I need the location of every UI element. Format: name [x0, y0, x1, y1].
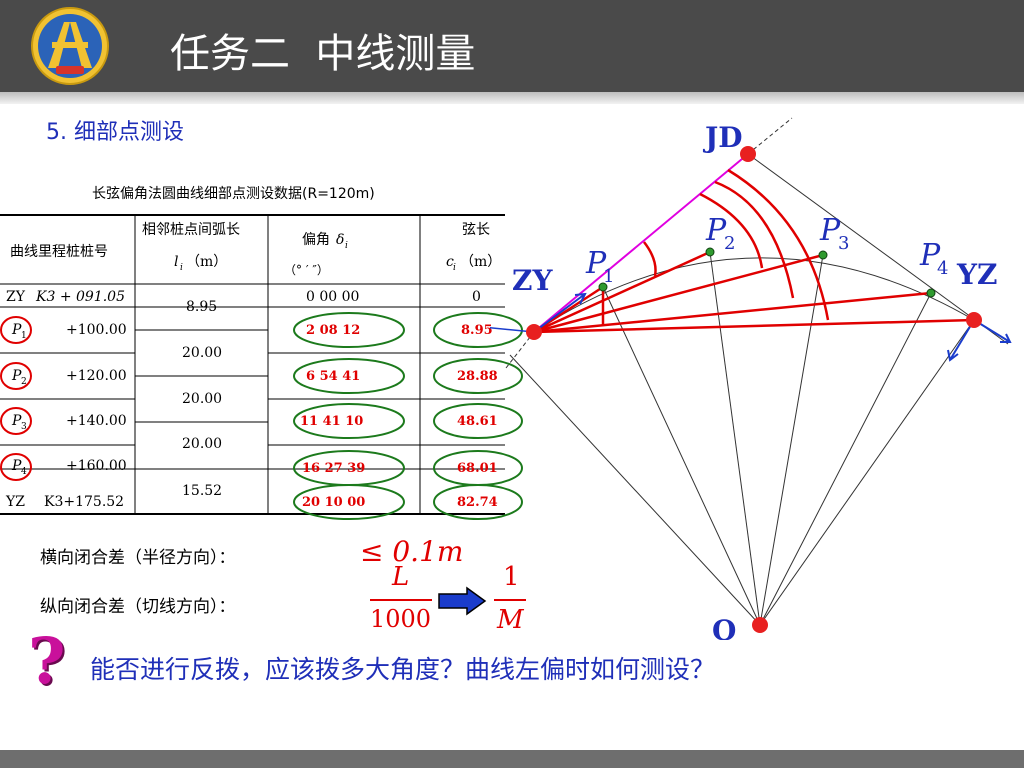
curve-diagram: JD ZY YZ O P 1 P 2 P 3 P 4	[490, 117, 1012, 640]
highlight-ellipse	[433, 403, 523, 439]
header-angle-symbol: δ	[336, 232, 344, 248]
chord-value: 28.88	[457, 369, 498, 384]
station-sub-p4: 4	[21, 467, 27, 477]
angle-value: 16 27 39	[302, 461, 365, 476]
station-value-zy: K3 + 091.05	[35, 289, 125, 305]
label-jd: JD	[702, 121, 743, 154]
highlight-ellipse	[0, 362, 32, 390]
highlight-ellipse	[293, 484, 405, 520]
label-zy: ZY	[512, 264, 553, 297]
fraction-left-numerator: L	[392, 562, 410, 592]
station-point-zy: ZY	[6, 289, 26, 305]
fraction-right-denominator: M	[497, 605, 524, 635]
angle-value: 2 08 12	[306, 323, 360, 338]
arrow-right-icon	[438, 586, 487, 616]
station-value-yz: K3+175.52	[44, 494, 124, 510]
station-sub-p1: 1	[21, 331, 27, 341]
highlight-ellipse	[0, 316, 32, 344]
header-chord-unit: （m）	[460, 254, 501, 270]
label-p2-sub: 2	[724, 233, 735, 254]
chord-value: 82.74	[457, 495, 498, 510]
fraction-right-bar	[494, 599, 526, 601]
data-table: 曲线里程桩桩号 相邻桩点间弧长 l i （m） 偏角 δ i （° ′ ″） 弦…	[0, 214, 523, 520]
lateral-closure-label: 横向闭合差（半径方向）：	[40, 548, 236, 568]
highlight-ellipse	[293, 358, 405, 394]
header-chord: 弦长	[462, 222, 490, 238]
angle-value: 20 10 00	[302, 495, 365, 510]
label-o: O	[712, 614, 736, 640]
angle-value: 0 00 00	[306, 289, 359, 305]
arc-value: 8.95	[186, 299, 217, 315]
header-arc: 相邻桩点间弧长	[142, 221, 240, 238]
longitudinal-closure-label: 纵向闭合差（切线方向）：	[40, 597, 236, 617]
station-value-p2: +120.00	[66, 368, 127, 384]
header-arc-sub: i	[180, 263, 183, 273]
lateral-closure-value: ≤ 0.1m	[360, 535, 464, 568]
label-p1: P	[585, 246, 607, 281]
header-arc-unit: （m）	[186, 254, 227, 270]
station-point-p1: P	[11, 322, 22, 338]
station-point-p2: P	[11, 368, 22, 384]
station-value-p3: +140.00	[66, 413, 127, 429]
station-point-yz: YZ	[5, 494, 25, 510]
fraction-left-bar	[370, 599, 432, 601]
header-divider	[0, 92, 1024, 104]
header-station: 曲线里程桩桩号	[10, 243, 108, 260]
header-chord-sub: i	[453, 263, 456, 273]
section-title: 5. 细部点测设	[46, 120, 184, 145]
header-bar	[0, 0, 1024, 92]
chord-value: 48.61	[457, 414, 498, 429]
table-caption: 长弦偏角法圆曲线细部点测设数据(R=120m)	[92, 186, 375, 202]
angle-value: 6 54 41	[306, 369, 360, 384]
header-angle-unit: （° ′ ″）	[284, 263, 329, 277]
question-mark-icon: ?	[28, 624, 66, 699]
header-angle-sub: i	[345, 241, 348, 251]
chord-value: 68.01	[457, 461, 498, 476]
arc-value: 20.00	[182, 345, 222, 361]
label-p3: P	[819, 213, 841, 248]
footer-bar	[0, 750, 1024, 768]
page-title: 任务二 中线测量	[170, 31, 476, 77]
station-point-p4: P	[11, 458, 22, 474]
highlight-ellipse	[293, 403, 405, 439]
station-sub-p2: 2	[21, 377, 27, 387]
highlight-ellipse	[0, 407, 32, 435]
chord-value: 0	[472, 289, 481, 305]
header-arc-symbol: l	[174, 254, 178, 270]
arc-value: 15.52	[182, 483, 222, 499]
arc-value: 20.00	[182, 391, 222, 407]
label-p3-sub: 3	[838, 233, 849, 254]
label-p4: P	[919, 238, 941, 273]
label-p1-sub: 1	[603, 266, 614, 287]
header-angle: 偏角	[302, 232, 330, 248]
highlight-ellipse	[293, 312, 405, 348]
logo	[31, 7, 109, 85]
angle-value: 11 41 10	[300, 414, 363, 429]
highlight-ellipse	[433, 358, 523, 394]
station-value-p4: +160.00	[66, 458, 127, 474]
question-text: 能否进行反拨，应该拨多大角度？曲线左偏时如何测设？	[90, 655, 716, 684]
arc-value: 20.00	[182, 436, 222, 452]
fraction-right-numerator: 1	[503, 562, 520, 592]
fraction-left-denominator: 1000	[370, 605, 432, 633]
highlight-ellipse	[433, 484, 523, 520]
label-yz: YZ	[956, 258, 997, 291]
header-chord-symbol: c	[446, 254, 454, 270]
chord-value: 8.95	[461, 323, 493, 338]
station-value-p1: +100.00	[66, 322, 127, 338]
highlight-ellipse	[0, 453, 32, 481]
station-point-p3: P	[11, 413, 22, 429]
highlight-ellipse	[433, 312, 523, 348]
label-p4-sub: 4	[937, 258, 948, 279]
station-sub-p3: 3	[21, 422, 27, 432]
label-p2: P	[705, 213, 727, 248]
